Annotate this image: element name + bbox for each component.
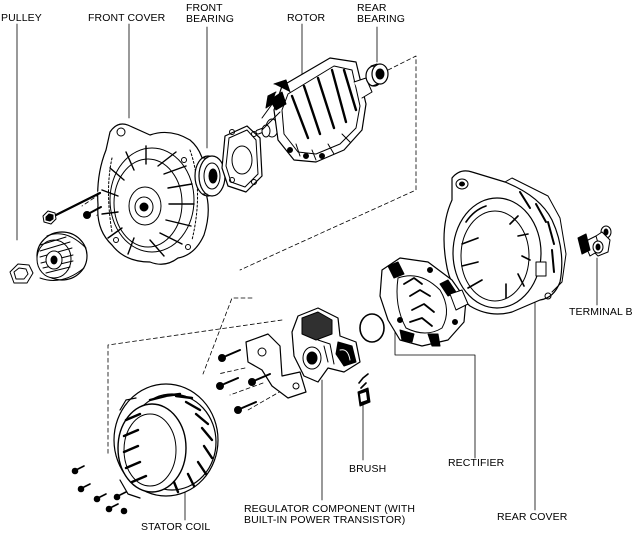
dashed-assembly-lines [81, 55, 417, 456]
label-rotor: ROTOR [287, 13, 325, 24]
label-pulley: PULLEY [1, 13, 42, 24]
bearing-retainer-plate-drawing [221, 125, 263, 193]
label-regulator-component-line1: REGULATOR COMPONENT (WITH [244, 503, 416, 515]
rotor-drawing [255, 57, 373, 163]
label-regulator-component: REGULATOR COMPONENT (WITH BUILT-IN POWER… [244, 504, 415, 526]
label-front-cover-text: FRONT COVER [88, 12, 166, 24]
label-stator-coil: STATOR COIL [141, 522, 210, 533]
label-terminal-b-text: TERMINAL B [569, 306, 632, 318]
label-front-bearing: FRONT BEARING [186, 3, 234, 25]
label-rear-bearing-line2: BEARING [357, 13, 405, 25]
label-rear-bearing: REAR BEARING [357, 3, 405, 25]
rectifier-drawing [359, 257, 469, 347]
label-rear-cover: REAR COVER [497, 512, 567, 523]
front-bolt-drawing [42, 190, 102, 225]
label-pulley-text: PULLEY [1, 12, 42, 24]
label-rear-cover-text: REAR COVER [497, 511, 568, 523]
front-bearing-drawing [194, 155, 226, 197]
stator-screws-drawing [71, 465, 128, 515]
label-rear-bearing-line1: REAR [357, 2, 387, 14]
brush-drawing [357, 373, 371, 407]
label-front-bearing-line2: BEARING [186, 13, 234, 25]
terminal-b-drawing [577, 225, 612, 257]
label-front-bearing-line1: FRONT [186, 2, 223, 14]
pulley-drawing [9, 231, 88, 284]
rear-bearing-drawing [365, 63, 389, 87]
label-rectifier: RECTIFIER [448, 458, 504, 469]
stator-coil-drawing [113, 383, 219, 499]
label-stator-coil-text: STATOR COIL [141, 521, 211, 533]
label-front-cover: FRONT COVER [88, 13, 165, 24]
label-terminal-b: TERMINAL B [569, 307, 632, 318]
regulator-component-drawing [245, 307, 361, 399]
label-rotor-text: ROTOR [287, 12, 326, 24]
regulator-screws-drawing [216, 349, 271, 414]
label-brush: BRUSH [349, 464, 386, 475]
label-brush-text: BRUSH [349, 463, 387, 475]
leader-lines [16, 23, 598, 521]
label-rectifier-text: RECTIFIER [448, 457, 505, 469]
label-regulator-component-line2: BUILT-IN POWER TRANSISTOR) [244, 514, 406, 526]
front-cover-drawing [97, 123, 209, 265]
rear-cover-drawing [443, 170, 567, 315]
